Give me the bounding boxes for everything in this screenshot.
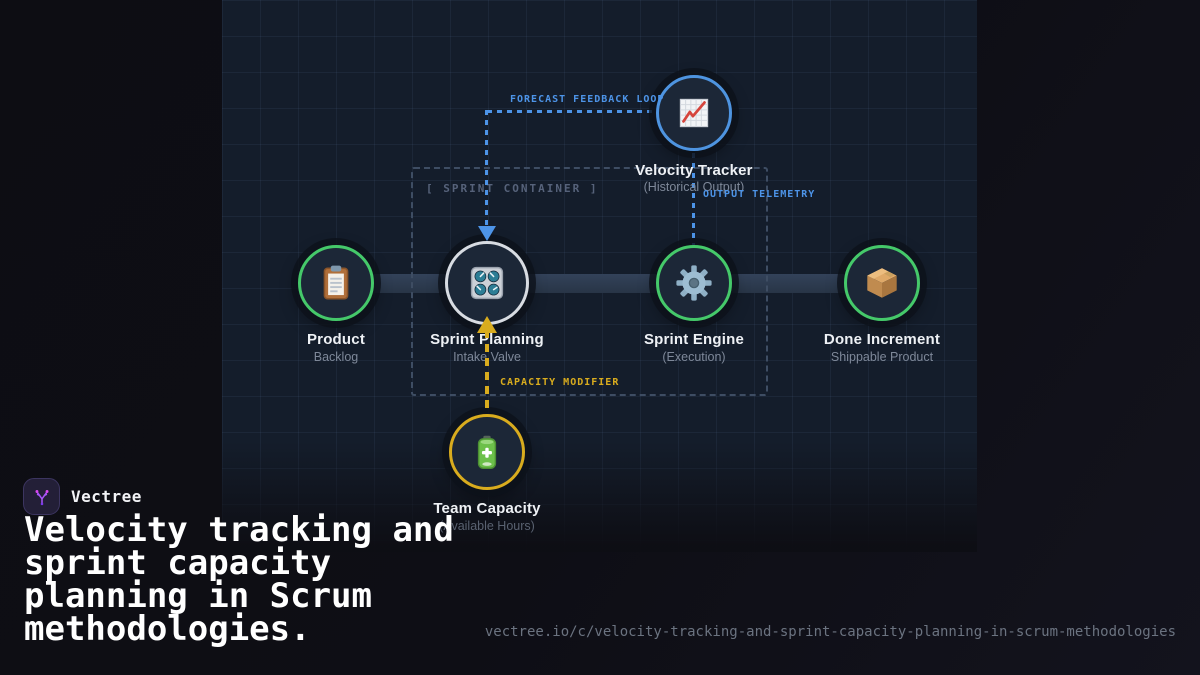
node-sprint-engine bbox=[656, 245, 732, 321]
node-velocity-tracker bbox=[656, 75, 732, 151]
forecast-feedback-loop-label: FORECAST FEEDBACK LOOP bbox=[510, 94, 665, 105]
forecast-feedback-line-horizontal bbox=[487, 110, 658, 113]
node-sprint-engine-sublabel: (Execution) bbox=[662, 350, 726, 364]
sprint-container-label: [ SPRINT CONTAINER ] bbox=[426, 182, 599, 195]
node-sprint-engine-label: Sprint Engine bbox=[643, 331, 745, 348]
chart-increasing-icon bbox=[679, 98, 709, 128]
vectree-logo bbox=[23, 478, 60, 515]
node-sprint-planning bbox=[445, 241, 529, 325]
page-title: Velocity tracking and sprint capacity pl… bbox=[24, 510, 454, 649]
node-product bbox=[298, 245, 374, 321]
node-velocity-tracker-label: Velocity Tracker bbox=[635, 162, 753, 179]
package-icon bbox=[867, 268, 897, 298]
node-done-increment-sublabel: Shippable Product bbox=[830, 350, 934, 364]
control-knobs-icon bbox=[470, 266, 504, 300]
node-done-increment bbox=[844, 245, 920, 321]
node-team-capacity bbox=[449, 414, 525, 490]
capacity-modifier-label: CAPACITY MODIFIER bbox=[500, 377, 620, 388]
forecast-feedback-line-vertical bbox=[485, 110, 488, 226]
page-url: vectree.io/c/velocity-tracking-and-sprin… bbox=[484, 624, 1176, 640]
output-telemetry-label: OUTPUT TELEMETRY bbox=[703, 189, 816, 200]
gear-icon bbox=[676, 265, 712, 301]
brand-name: Vectree bbox=[71, 487, 142, 506]
node-done-increment-label: Done Increment bbox=[823, 331, 941, 348]
battery-icon bbox=[477, 435, 497, 470]
arrow-down-icon bbox=[478, 226, 496, 241]
arrow-up-icon bbox=[477, 316, 497, 333]
clipboard-icon bbox=[323, 265, 349, 300]
branch-tree-icon bbox=[34, 489, 49, 505]
capacity-modifier-line bbox=[485, 330, 489, 414]
